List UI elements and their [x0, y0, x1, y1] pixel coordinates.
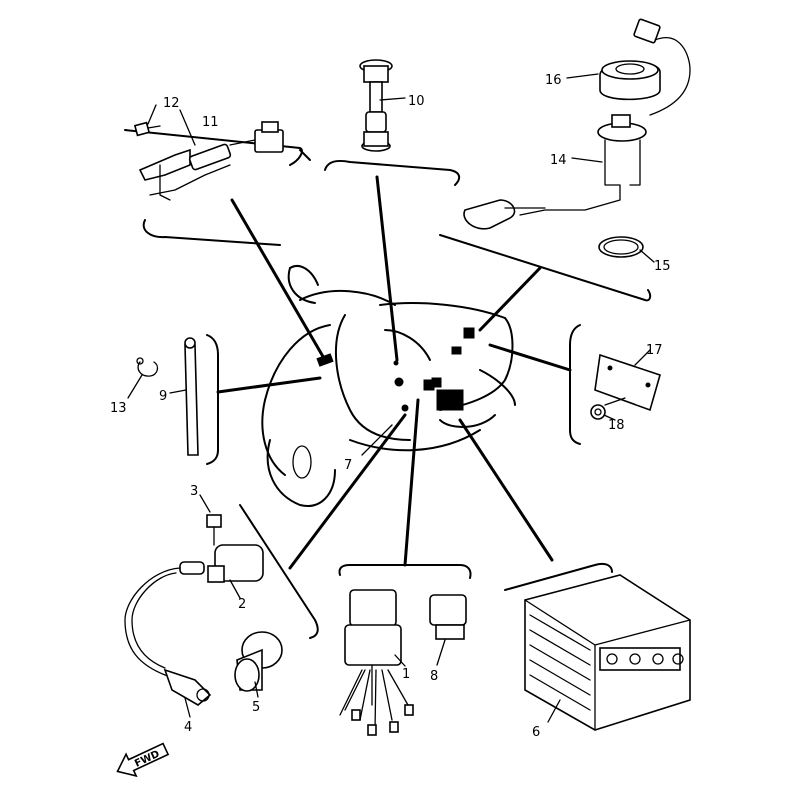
label-part-3: 3 [190, 484, 198, 499]
label-part-13: 13 [110, 401, 127, 416]
label-part-16: 16 [545, 73, 562, 88]
group-brackets [124, 129, 652, 639]
label-part-7: 7 [344, 458, 352, 473]
bracket-6 [504, 562, 613, 591]
part-2-coil [179, 544, 264, 583]
fwd-arrow: FWD [116, 742, 170, 778]
scooter-outline [261, 265, 516, 507]
part-4-lead [124, 567, 212, 706]
label-part-10: 10 [408, 94, 425, 109]
label-part-14: 14 [550, 153, 567, 168]
bracket-2 [239, 504, 319, 639]
label-part-4: 4 [184, 720, 192, 735]
bracket-9 [206, 334, 219, 465]
part-16-cap [599, 60, 661, 101]
part-17-plate [594, 353, 661, 412]
label-part-11: 11 [202, 115, 219, 130]
label-part-6: 6 [532, 725, 540, 740]
part-8-relay [429, 594, 467, 640]
bracket-1 [338, 564, 472, 579]
bracket-17 [569, 324, 581, 445]
part-5-cap [234, 631, 283, 692]
part-6-battery [524, 574, 691, 731]
label-part-8: 8 [430, 669, 438, 684]
part-1-relay [339, 589, 414, 736]
label-part-17: 17 [646, 343, 663, 358]
bracket-11 [124, 129, 303, 166]
part-13-clip [136, 357, 159, 377]
part-number-labels: 1 2 3 4 5 6 7 8 9 10 11 12 13 14 15 16 1… [110, 73, 671, 740]
part-12-bolt [133, 121, 161, 137]
part-11-sensor [138, 121, 284, 201]
part-10-plug [359, 59, 393, 152]
part-9-band [184, 337, 199, 456]
label-part-1: 1 [402, 667, 410, 682]
label-part-15: 15 [654, 259, 671, 274]
part-15-gasket [598, 236, 644, 258]
bracket-10 [324, 160, 461, 186]
bracket-14 [439, 234, 652, 302]
scooter-components [316, 327, 475, 412]
part-16-connector [633, 18, 691, 116]
label-part-12: 12 [163, 96, 180, 111]
leader-lines [216, 175, 572, 570]
part-18-nut [590, 397, 626, 420]
part-14-sender [463, 114, 647, 230]
label-leaders [127, 73, 655, 723]
label-part-18: 18 [608, 418, 625, 433]
label-part-2: 2 [238, 597, 246, 612]
part-3-bolt [206, 514, 222, 546]
label-part-9: 9 [159, 389, 167, 404]
label-part-5: 5 [252, 700, 260, 715]
